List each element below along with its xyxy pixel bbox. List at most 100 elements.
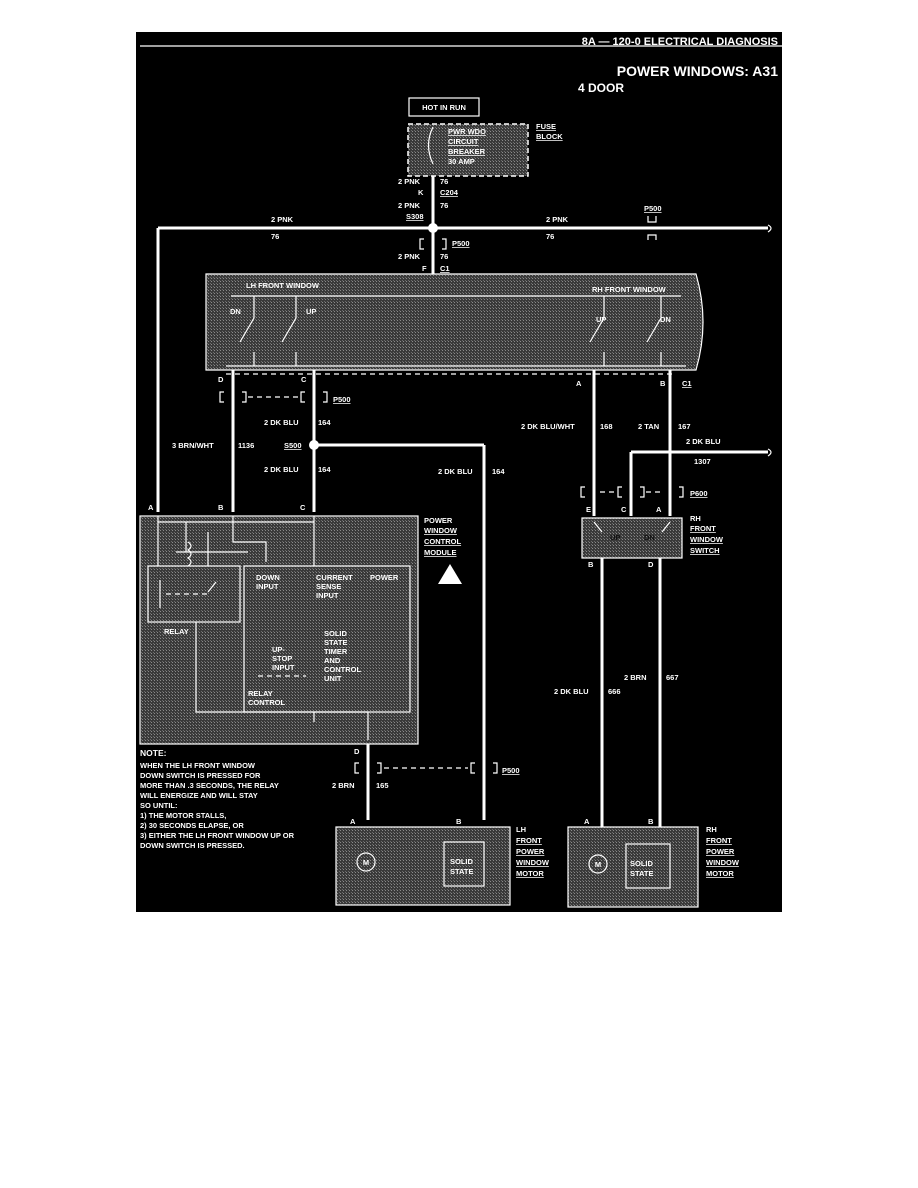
wire-76-label: 76 [440,177,448,186]
rh-motor-label-2: FRONT [706,836,732,845]
a-label-module: A [148,503,154,512]
b-label-rhmotor: B [648,817,654,826]
lh-motor-label-4: WINDOW [516,858,550,867]
wire-brnwht: 3 BRN/WHT [172,441,214,450]
wire-164-2: 164 [318,465,331,474]
rh-switch-label-3: WINDOW [690,535,724,544]
e-label-rh: E [586,505,591,514]
diagram-subtitle: 4 DOOR [578,81,624,95]
up-stop-1: UP- [272,645,285,654]
ss-timer-3: TIMER [324,647,348,656]
current-sense-1: CURRENT [316,573,353,582]
wire-667: 667 [666,673,679,682]
current-sense-3: INPUT [316,591,339,600]
a-label-rhmotor: A [584,817,590,826]
s308-label: S308 [406,212,424,221]
rh-switch-label-2: FRONT [690,524,716,533]
b-label-rhswitch: B [588,560,594,569]
wire-pnk-label-3: 2 PNK [398,252,421,261]
wire-666: 666 [608,687,621,696]
p600-label: P600 [690,489,708,498]
wire-76-label-2: 76 [440,201,448,210]
lh-solid-state-2: STATE [450,867,473,876]
breaker-line-2: CIRCUIT [448,137,479,146]
a-label-switch: A [576,379,582,388]
lh-dn-label: DN [230,307,241,316]
wire-165: 165 [376,781,389,790]
lh-motor-m-icon [356,852,376,872]
wire-dkblu-rh2: 2 DK BLU [554,687,589,696]
c-label-module: C [300,503,306,512]
down-input-2: INPUT [256,582,279,591]
esd-warning-icon [438,564,462,584]
ss-timer-4: AND [324,656,341,665]
lh-motor-label-2: FRONT [516,836,542,845]
splice-s308 [428,223,438,233]
up-stop-2: STOP [272,654,292,663]
rh-switch-label-4: SWITCH [690,546,720,555]
note-line-3: MORE THAN .3 SECONDS, THE RELAY [140,781,279,790]
rh-dn-label: DN [660,315,671,324]
d-label-switch: D [218,375,224,384]
note-line-2: DOWN SWITCH IS PRESSED FOR [140,771,261,780]
bus-76-right: 76 [546,232,554,241]
rh-front-window-label: RH FRONT WINDOW [592,285,667,294]
lh-solid-state-1: SOLID [450,857,474,866]
note-line-9: DOWN SWITCH IS PRESSED. [140,841,245,850]
breaker-line-1: PWR WDO [448,127,486,136]
rh-switch-label-1: RH [690,514,701,523]
d-label-rhswitch: D [648,560,654,569]
current-sense-2: SENSE [316,582,341,591]
module-label-4: MODULE [424,548,457,557]
note-line-5: SO UNTIL: [140,801,178,810]
p500-label-upper: P500 [452,239,470,248]
circuit-breaker-symbol [427,126,434,165]
wire-dkblu-2: 2 DK BLU [264,465,299,474]
hot-in-run-label: HOT IN RUN [422,103,466,112]
lh-front-window-label: LH FRONT WINDOW [246,281,320,290]
rh-motor-label-4: WINDOW [706,858,740,867]
rh-motor-m-icon [588,854,608,874]
ss-timer-1: SOLID [324,629,348,638]
note-line-8: 3) EITHER THE LH FRONT WINDOW UP OR [140,831,295,840]
wire-brn-rh: 2 BRN [624,673,647,682]
wire-dkbluwht: 2 DK BLU/WHT [521,422,575,431]
power-label: POWER [370,573,399,582]
lh-motor-label-3: POWER [516,847,545,856]
s500-label: S500 [284,441,302,450]
up-stop-3: INPUT [272,663,295,672]
rh-solid-state-2: STATE [630,869,653,878]
solid-state-timer-box [243,565,411,713]
b-label-module: B [218,503,224,512]
fuse-block [407,123,529,177]
wiring-diagram: 8A — 120-0 ELECTRICAL DIAGNOSIS POWER WI… [136,32,782,912]
c-label-switch: C [301,375,307,384]
a-label-lhmotor: A [350,817,356,826]
wire-164-3: 164 [492,467,505,476]
breaker-line-3: BREAKER [448,147,486,156]
rh-solid-state-1: SOLID [630,859,654,868]
wire-brn-lh: 2 BRN [332,781,355,790]
module-label-3: CONTROL [424,537,461,546]
wire-164-1: 164 [318,418,331,427]
b-label-lhmotor: B [456,817,462,826]
master-switch-assembly [205,273,704,371]
rh-switch-up: UP [610,533,620,542]
rh-motor-m: M [595,860,601,869]
p500-label-lh: P500 [333,395,351,404]
wire-dkblu-1: 2 DK BLU [264,418,299,427]
wire-pnk-label: 2 PNK [398,177,421,186]
p500-label-lower: P500 [502,766,520,775]
ss-timer-6: UNIT [324,674,342,683]
ss-timer-2: STATE [324,638,347,647]
hot-in-run-box [408,97,480,117]
lh-motor-m: M [363,858,369,867]
rh-up-label: UP [596,315,606,324]
diagram-title: POWER WINDOWS: A31 [617,63,778,79]
relay-label: RELAY [164,627,189,636]
bus-76-left: 76 [271,232,279,241]
k-label: K [418,188,424,197]
wire-dkblu-3: 2 DK BLU [438,467,473,476]
c1-label-upper: C1 [440,264,450,273]
c-label-rh: C [621,505,627,514]
